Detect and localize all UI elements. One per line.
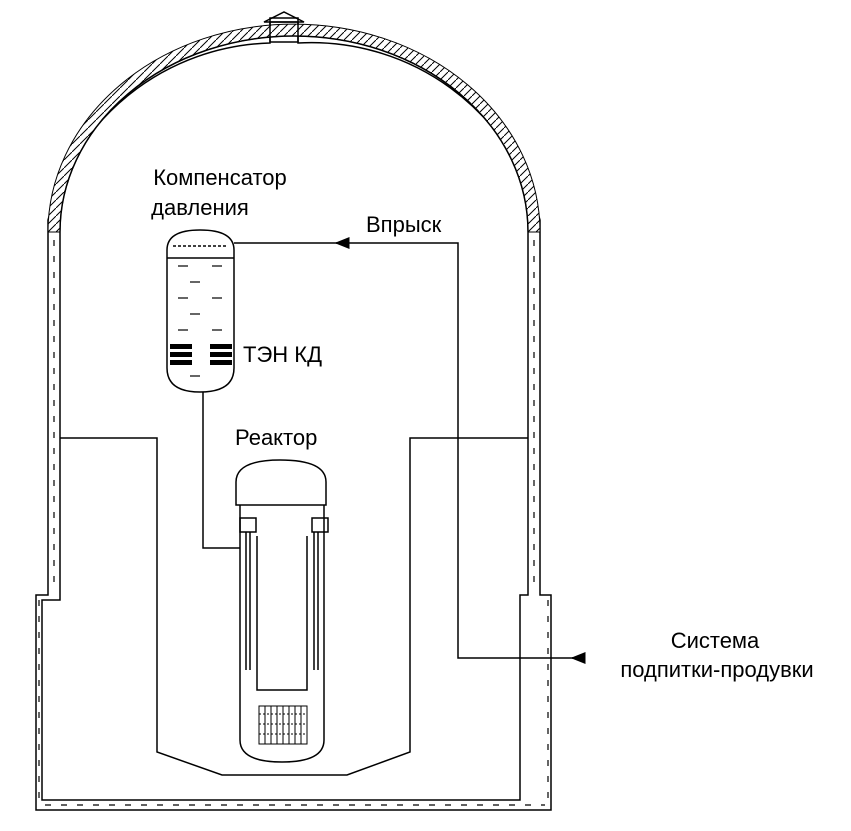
containment-inner-wall bbox=[41, 35, 529, 801]
inlet-nozzle bbox=[239, 517, 257, 533]
reactor-label: Реактор bbox=[235, 425, 317, 450]
pressurizer-water bbox=[178, 265, 222, 377]
dome-hatched-band bbox=[47, 23, 541, 233]
reactor-cavity bbox=[60, 437, 528, 776]
makeup-line bbox=[457, 640, 585, 659]
reactor-shell bbox=[239, 505, 325, 763]
outlet-nozzle bbox=[311, 517, 329, 533]
reactor-head bbox=[235, 459, 327, 506]
containment-outer-wall bbox=[35, 17, 552, 811]
containment-building bbox=[35, 11, 552, 811]
injection-line bbox=[234, 242, 459, 640]
dome-vent-neck bbox=[269, 21, 299, 43]
makeup-label-line1: Система bbox=[671, 628, 760, 653]
heaters-label: ТЭН КД bbox=[243, 342, 322, 367]
heater-elements bbox=[170, 344, 232, 365]
pressurizer-label-line2: давления bbox=[151, 195, 249, 220]
makeup-label-line2: подпитки-продувки bbox=[620, 657, 813, 682]
surge-line bbox=[202, 392, 240, 549]
pressurizer bbox=[166, 229, 235, 393]
reactor-core bbox=[258, 705, 308, 745]
pressurizer-shell bbox=[166, 229, 235, 393]
injection-label: Впрыск bbox=[366, 212, 442, 237]
pressurizer-label-line1: Компенсатор bbox=[153, 165, 287, 190]
reactor-vessel bbox=[235, 459, 329, 763]
wall-texture bbox=[38, 240, 549, 806]
